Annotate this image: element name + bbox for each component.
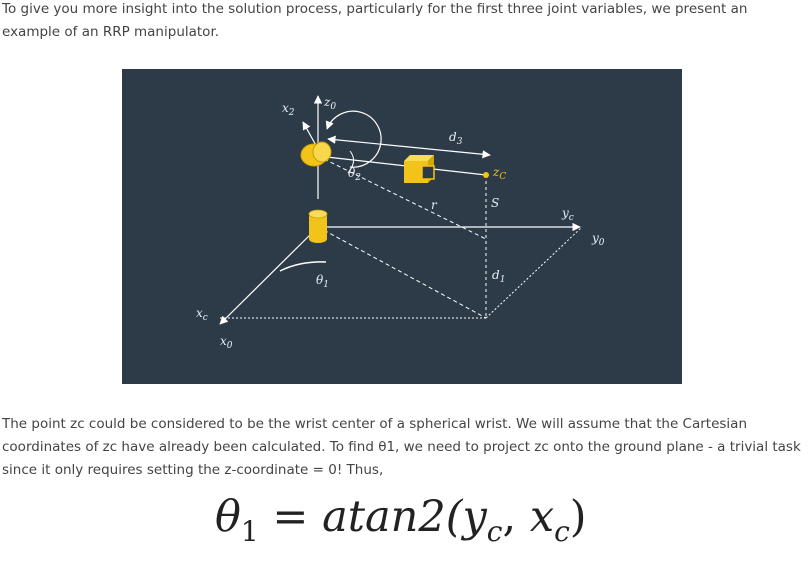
formula-function: atan2(	[322, 492, 463, 542]
formula-equals: =	[258, 492, 323, 542]
rotation-arc	[325, 110, 382, 168]
figure-canvas: z0 x2 d3 zC θ2 r S yc y0 d1 θ1 xc x0	[196, 95, 605, 351]
formula-comma: ,	[502, 492, 530, 542]
body-paragraph: The point zc could be considered to be t…	[2, 416, 801, 478]
prismatic-slot	[421, 165, 435, 180]
formula-x: x	[529, 492, 555, 542]
label-r: r	[431, 198, 438, 212]
base-cylinder-bottom	[309, 235, 327, 243]
figure-labels: z0 x2 d3 zC θ2 r S yc y0 d1 θ1 xc x0	[196, 95, 605, 351]
yc-projection-line	[485, 226, 583, 319]
label-xc: xc	[196, 306, 208, 323]
formula-y-subscript: c	[486, 515, 503, 548]
shoulder-joint	[300, 141, 332, 167]
theta1-formula: θ1 = atan2(yc, xc)	[215, 492, 587, 548]
label-d1: d1	[492, 268, 505, 285]
formula-x-subscript: c	[554, 515, 570, 548]
formula-close-paren: )	[569, 492, 587, 542]
d3-dimension-line	[327, 135, 491, 159]
x0-axis	[219, 226, 319, 325]
wrist-center-point	[483, 172, 489, 178]
rrp-manipulator-figure: z0 x2 d3 zC θ2 r S yc y0 d1 θ1 xc x0	[122, 69, 682, 384]
ground-radial-line	[317, 226, 487, 319]
label-theta2: θ2	[348, 166, 361, 183]
r-line	[317, 155, 487, 240]
theta1-arc	[279, 261, 327, 272]
prismatic-joint	[404, 155, 435, 183]
label-y0: y0	[591, 231, 605, 248]
label-s: S	[491, 196, 499, 210]
label-d3: d3	[449, 130, 463, 147]
intro-paragraph: To give you more insight into the soluti…	[2, 1, 748, 40]
label-theta1: θ1	[316, 273, 329, 290]
ground-plane	[219, 175, 583, 325]
formula-y: y	[462, 492, 487, 542]
label-zc: zC	[492, 165, 506, 182]
z0-axis-group	[302, 95, 491, 240]
prismatic-link	[317, 155, 487, 176]
base-cylinder	[309, 214, 327, 239]
formula-theta: θ	[215, 492, 241, 542]
formula-theta-subscript: 1	[240, 515, 259, 548]
label-z0: z0	[323, 95, 336, 112]
label-x0: x0	[220, 334, 233, 351]
label-yc: yc	[561, 206, 574, 223]
label-x2: x2	[282, 101, 295, 118]
base-joint	[308, 209, 328, 243]
prismatic-cube-top	[404, 155, 434, 161]
shoulder-cylinder-face	[312, 141, 332, 163]
base-cylinder-top	[308, 209, 328, 219]
theta2-arc	[347, 150, 354, 174]
